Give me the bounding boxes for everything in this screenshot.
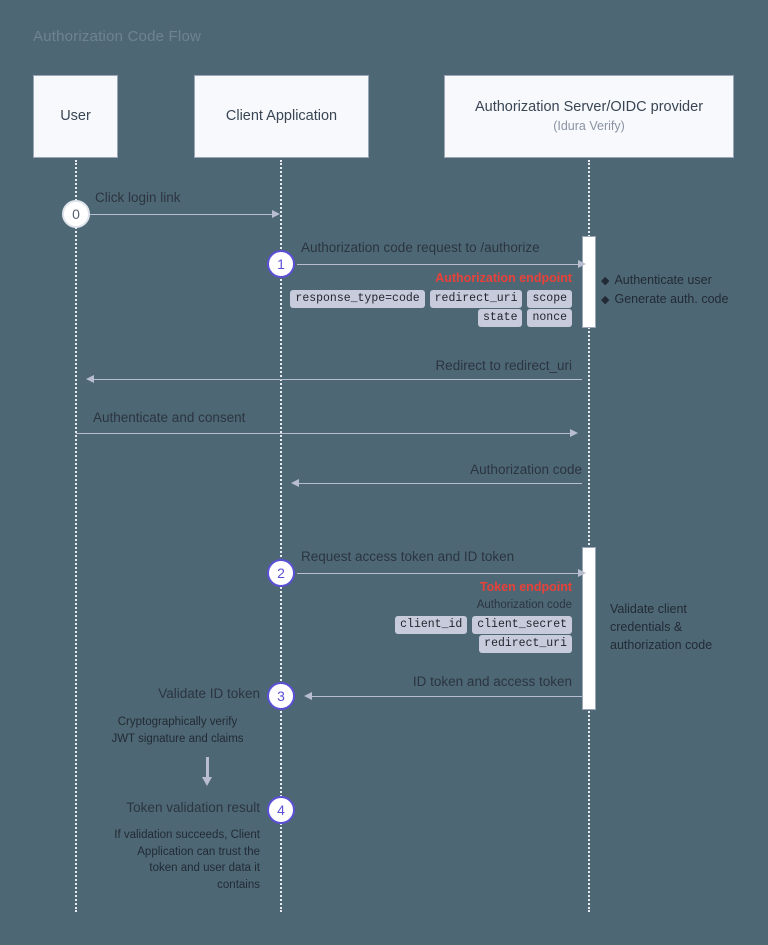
- step-marker-2[interactable]: 2: [267, 559, 295, 587]
- lifeline-user: [75, 160, 77, 912]
- param-chip-scope: scope: [527, 290, 572, 308]
- note-server-authenticate-text-1: Generate auth. code: [614, 291, 729, 306]
- note-client-verify-text-1: JWT signature and claims: [111, 732, 244, 745]
- param-chip-row-token-1: client_id client_secret: [310, 616, 572, 634]
- lifeline-client-application: [280, 160, 282, 912]
- step-marker-4[interactable]: 4: [267, 796, 295, 824]
- note-server-authenticate-item-0: ◆ Authenticate user: [601, 271, 761, 290]
- message-label-redirect: Redirect to redirect_uri: [435, 358, 572, 373]
- note-server-validate-text-0: Validate client: [610, 602, 687, 616]
- activation-bar-token: [582, 547, 596, 710]
- participant-authorization-server[interactable]: Authorization Server/OIDC provider (Idur…: [444, 75, 734, 158]
- param-chip-redirect-uri: redirect_uri: [429, 290, 523, 308]
- step-marker-3[interactable]: 3: [267, 682, 295, 710]
- participant-client-application[interactable]: Client Application: [194, 75, 369, 158]
- param-chip-client-id: client_id: [395, 616, 468, 634]
- note-client-trust-text-3: contains: [217, 879, 260, 892]
- message-label-request-tokens: Request access token and ID token: [301, 549, 515, 564]
- arrow-id-access-token: [312, 696, 582, 697]
- note-client-verify-text-0: Cryptographically verify: [117, 716, 238, 728]
- note-client-trust: If validation succeeds, Client Applicati…: [95, 827, 260, 894]
- message-label-authorization-code: Authorization code: [470, 462, 582, 477]
- param-chip-client-secret: client_secret: [472, 616, 572, 634]
- participant-client-application-name: Client Application: [225, 108, 338, 125]
- endpoint-label-token: Token endpoint: [479, 580, 572, 594]
- arrow-authenticate-consent: [76, 433, 572, 434]
- param-chip-state: state: [477, 309, 523, 327]
- arrow-request-tokens: [297, 573, 581, 574]
- diagram-title: Authorization Code Flow: [33, 28, 202, 45]
- message-label-click-login: Click login link: [95, 190, 181, 205]
- arrow-click-login: [76, 214, 274, 215]
- note-server-validate-text-2: authorization code: [610, 638, 713, 653]
- step-marker-1[interactable]: 1: [267, 250, 295, 278]
- param-chip-token-redirect-uri: redirect_uri: [479, 635, 572, 653]
- note-server-authenticate: ◆ Authenticate user ◆ Generate auth. cod…: [601, 271, 761, 309]
- note-client-trust-text-1: Application can trust the: [137, 845, 260, 858]
- message-label-token-validation-result: Token validation result: [126, 800, 260, 815]
- step-marker-0[interactable]: 0: [62, 200, 90, 228]
- bullet-icon: ◆: [601, 293, 610, 306]
- message-label-validate-id-token: Validate ID token: [158, 686, 260, 701]
- arrow-head-authorization-code: [291, 479, 299, 487]
- arrow-head-redirect: [86, 375, 94, 383]
- note-server-validate-text-1: credentials &: [610, 620, 683, 635]
- param-chip-nonce: nonce: [527, 309, 572, 327]
- down-arrow-shaft-icon: [206, 757, 209, 779]
- participant-user-name: User: [60, 108, 91, 125]
- arrow-head-id-access-token: [304, 692, 312, 700]
- note-client-verify: Cryptographically verify JWT signature a…: [95, 714, 260, 747]
- arrow-head-authenticate-consent: [570, 429, 578, 437]
- arrow-authorization-code: [299, 483, 582, 484]
- bullet-icon: ◆: [601, 275, 610, 287]
- participant-user[interactable]: User: [33, 75, 118, 158]
- arrow-auth-code-request: [297, 264, 581, 265]
- note-server-authenticate-item-1: ◆ Generate auth. code: [601, 290, 761, 309]
- note-client-trust-text-2: token and user data it: [149, 862, 260, 875]
- activation-bar-authorize: [582, 236, 596, 328]
- note-server-validate: Validate client credentials & authorizat…: [610, 600, 760, 654]
- param-chip-row-authorize-1: response_type=code redirect_uri scope: [290, 290, 572, 308]
- param-chip-row-token-2: redirect_uri: [310, 635, 572, 653]
- arrow-redirect: [94, 379, 582, 380]
- message-label-id-access-token: ID token and access token: [412, 674, 572, 689]
- param-chip-row-authorize-2: state nonce: [310, 309, 572, 327]
- note-server-authenticate-text-0: Authenticate user: [614, 273, 712, 287]
- message-label-authenticate-consent: Authenticate and consent: [93, 410, 246, 425]
- arrow-head-request-tokens: [578, 569, 586, 577]
- arrow-head-click-login: [272, 210, 280, 218]
- participant-authorization-server-name: Authorization Server/OIDC provider: [474, 99, 704, 116]
- arrow-head-auth-code-request: [578, 260, 586, 268]
- participant-authorization-server-subtitle: (Idura Verify): [553, 119, 625, 134]
- endpoint-label-authorize: Authorization endpoint: [435, 271, 572, 285]
- lifeline-authorization-server: [588, 160, 590, 912]
- param-chip-response-type: response_type=code: [290, 290, 425, 308]
- down-arrow-head-icon: [202, 777, 212, 786]
- param-text-authorization-code: Authorization code: [476, 599, 572, 611]
- message-label-auth-code-request: Authorization code request to /authorize: [301, 240, 540, 255]
- note-client-trust-text-0: If validation succeeds, Client: [114, 829, 260, 841]
